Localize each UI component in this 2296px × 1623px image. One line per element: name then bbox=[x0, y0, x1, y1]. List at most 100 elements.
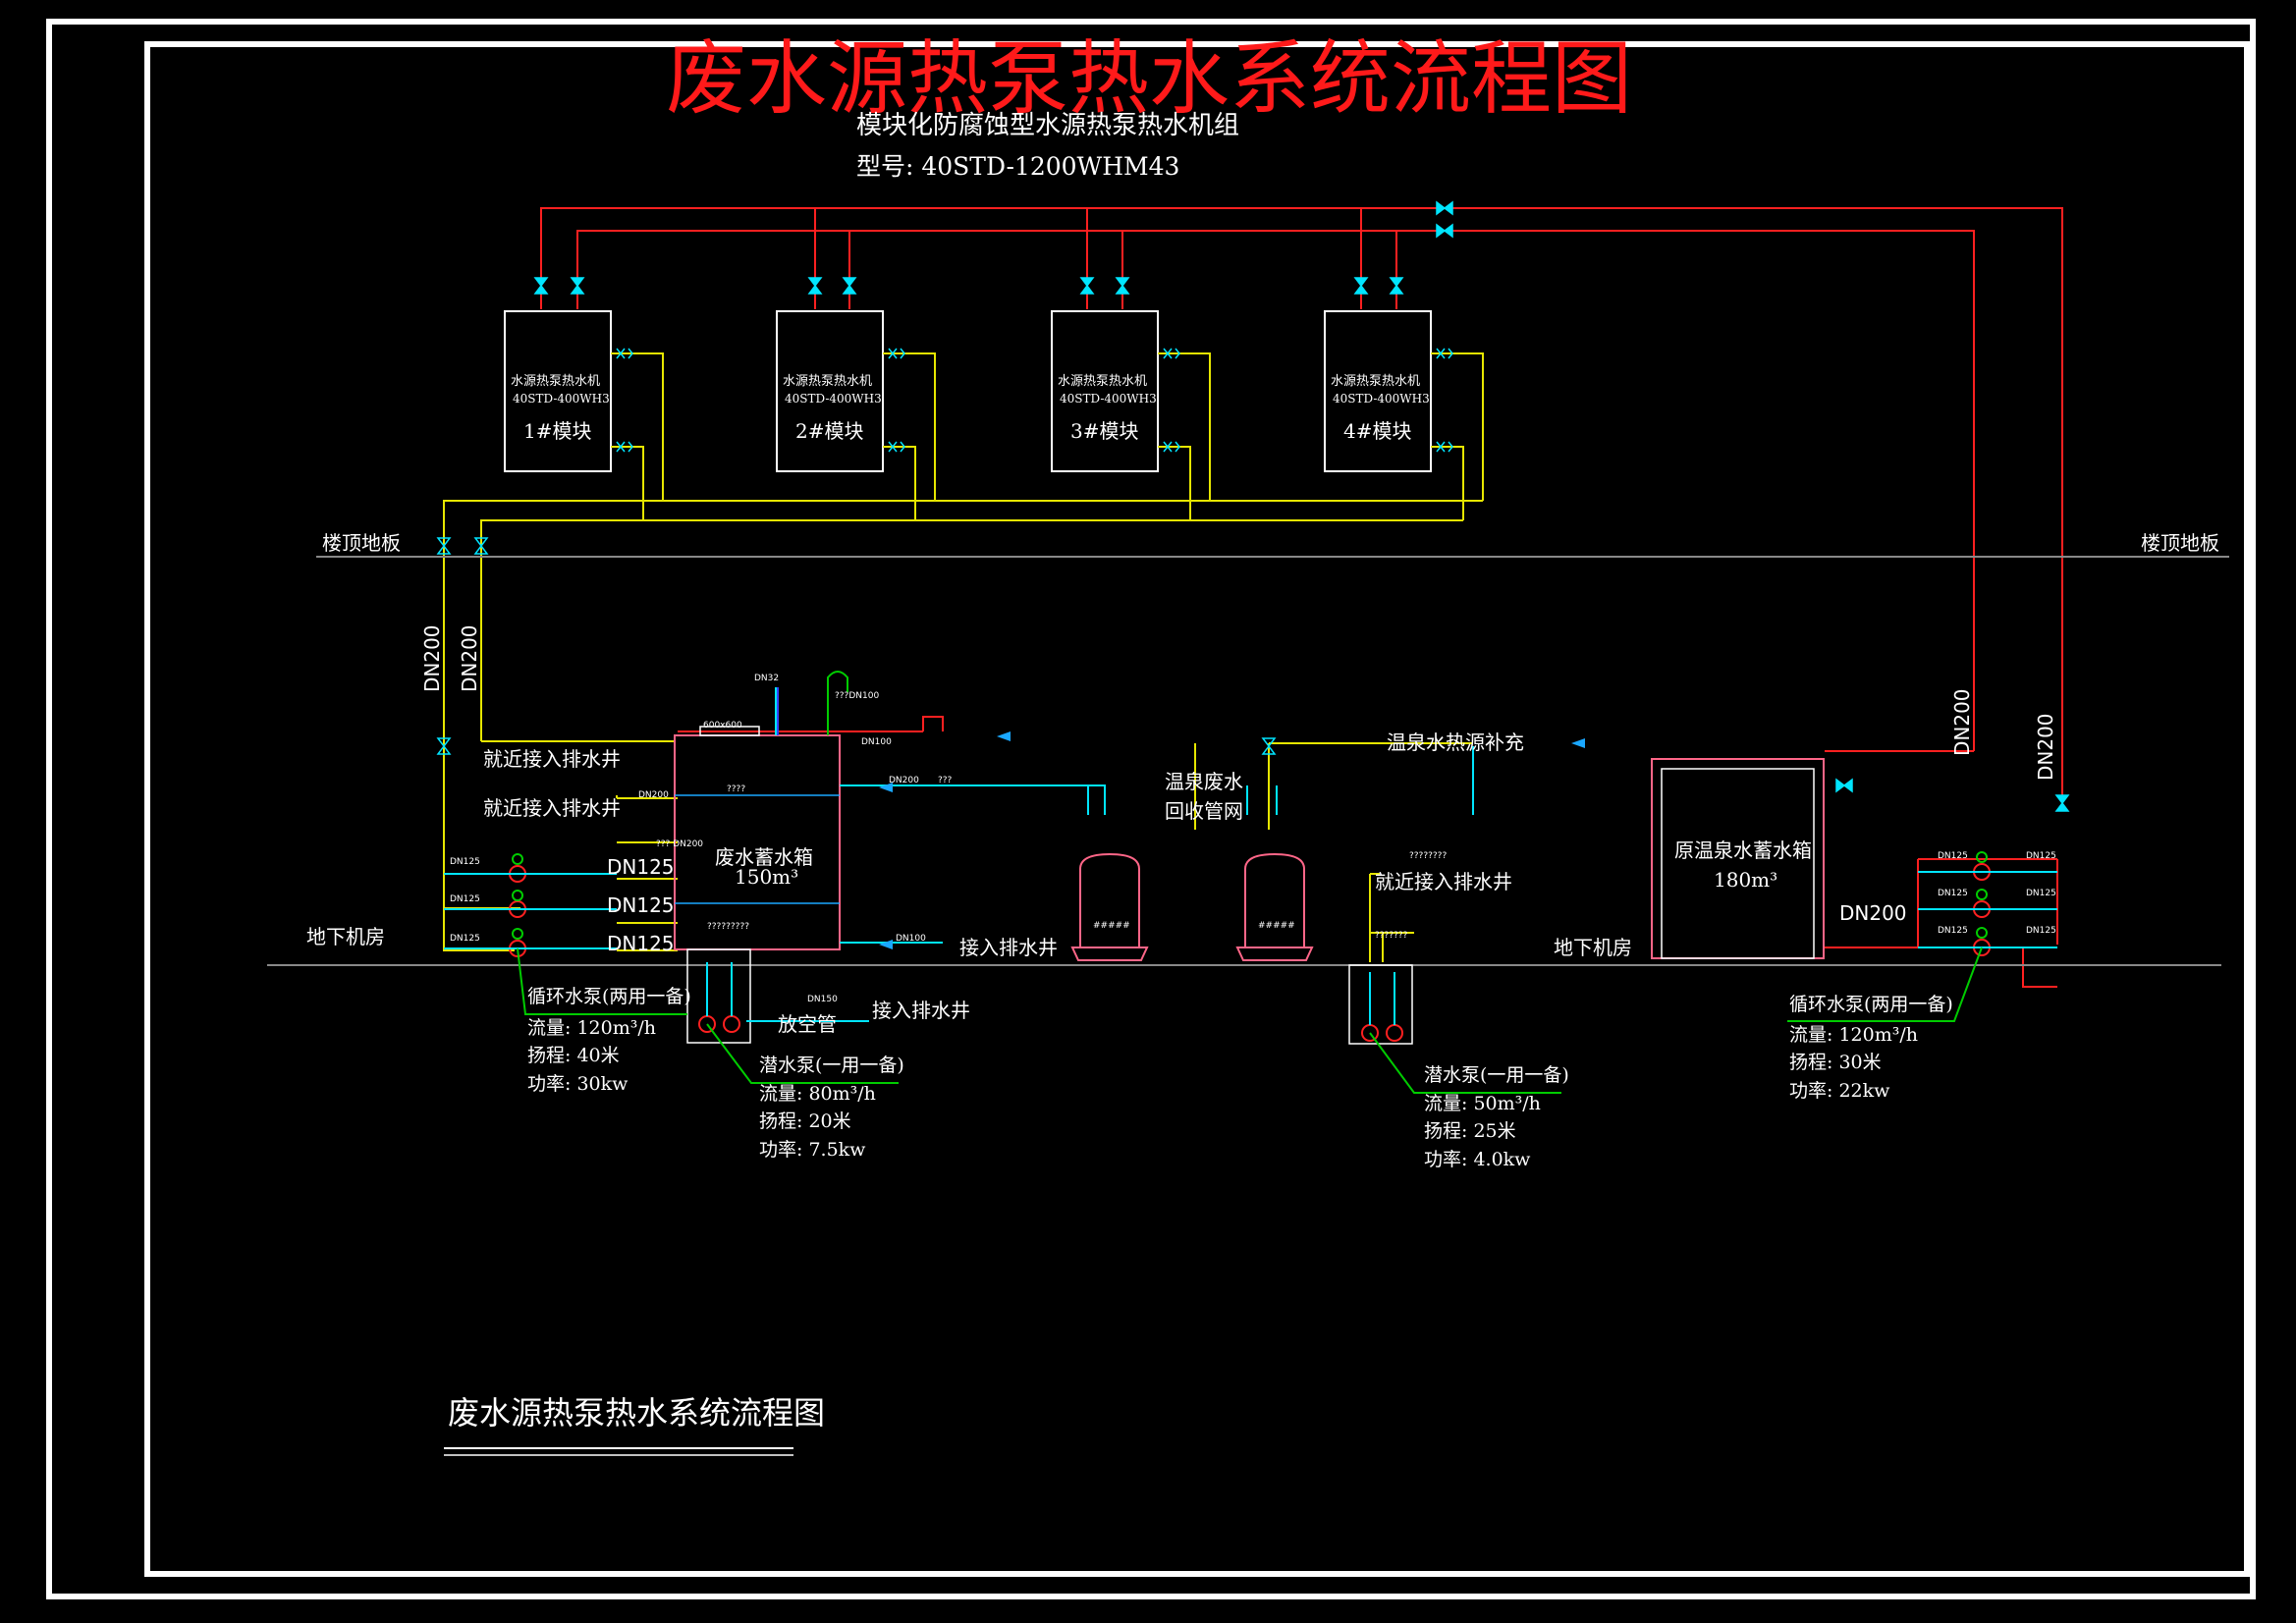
pipe-size-label: DN125 bbox=[2026, 926, 2056, 936]
module-connectors bbox=[436, 348, 1453, 755]
hotspring-supply-note: 温泉水热源补充 bbox=[1387, 730, 1524, 754]
pipe-size-label: ???DN100 bbox=[835, 691, 879, 701]
module-name: 水源热泵热水机 bbox=[1058, 374, 1147, 389]
module-name: 水源热泵热水机 bbox=[511, 374, 600, 389]
vent-pipe-gooseneck bbox=[827, 671, 848, 735]
filter-label: ##### bbox=[1258, 921, 1295, 931]
pump-leaders bbox=[517, 947, 1983, 1094]
vent-pipe-note: 放空管 bbox=[778, 1012, 837, 1036]
drain-note: 接入排水井 bbox=[872, 999, 970, 1022]
pipe-size-label: DN125 bbox=[607, 855, 675, 879]
module-label: 2#模块 bbox=[795, 419, 863, 443]
module-label: 4#模块 bbox=[1343, 419, 1411, 443]
heat-pump-modules bbox=[504, 310, 1432, 472]
drain-note: 就近接入排水井 bbox=[1375, 870, 1512, 893]
pipe-size-label: DN200 bbox=[1839, 901, 1907, 925]
pipe-size-label: DN125 bbox=[1938, 851, 1968, 861]
waste-tank-volume: 150m³ bbox=[735, 865, 798, 889]
pump-head: 扬程: 40米 bbox=[527, 1045, 620, 1066]
pipe-size-label: DN200 bbox=[1950, 688, 1974, 756]
sand-filters bbox=[1070, 852, 1314, 961]
outer-frame bbox=[46, 19, 2256, 1599]
module-labels: 水源热泵热水机 40STD-400WH3 1#模块 水源热泵热水机 40STD-… bbox=[511, 374, 1430, 443]
module-label: 3#模块 bbox=[1070, 419, 1138, 443]
hotspring-return-note: 回收管网 bbox=[1165, 799, 1243, 823]
dotted-leaders bbox=[616, 795, 678, 799]
pipe-size-label: DN150 bbox=[807, 995, 838, 1004]
pipe-size-label: ??? bbox=[938, 776, 953, 785]
pipe-size-label: ???????? bbox=[1409, 851, 1447, 861]
module-name: 水源热泵热水机 bbox=[1331, 374, 1420, 389]
unit-group-model: 型号: 40STD-1200WHM43 bbox=[856, 152, 1179, 181]
pipe-size-label: DN100 bbox=[896, 934, 926, 944]
submersible-pumps bbox=[698, 962, 1403, 1042]
module-4-box bbox=[1324, 310, 1432, 472]
header-valves bbox=[533, 200, 2070, 812]
hotspring-return-note: 温泉废水 bbox=[1165, 770, 1243, 793]
module-model: 40STD-400WH3 bbox=[1060, 392, 1157, 406]
pump-head: 扬程: 25米 bbox=[1424, 1120, 1516, 1142]
pipe-size-label: DN125 bbox=[2026, 851, 2056, 861]
pipe-size-label: ??????? bbox=[1375, 931, 1408, 941]
pump-title: 潜水泵(一用一备) bbox=[1424, 1064, 1569, 1086]
pipe-size-label: DN200 bbox=[638, 790, 669, 800]
hotspring-tank-name: 原温泉水蓄水箱 bbox=[1674, 839, 1812, 862]
pipe-size-label: DN125 bbox=[2026, 889, 2056, 898]
unit-group-name: 模块化防腐蚀型水源热泵热水机组 bbox=[856, 111, 1239, 140]
pipe-size-label: DN125 bbox=[607, 893, 675, 917]
pump-title: 循环水泵(两用一备) bbox=[527, 986, 691, 1007]
hotspring-tank-inner bbox=[1661, 768, 1815, 959]
roof-label-left: 楼顶地板 bbox=[322, 531, 401, 555]
waste-tank-name: 废水蓄水箱 bbox=[715, 845, 813, 869]
pipe-size-label: DN125 bbox=[1938, 926, 1968, 936]
module-model: 40STD-400WH3 bbox=[513, 392, 610, 406]
flow-arrows bbox=[879, 731, 1585, 949]
drain-note: 就近接入排水井 bbox=[483, 796, 621, 820]
pump-head: 扬程: 30米 bbox=[1789, 1052, 1882, 1073]
basement-label-left: 地下机房 bbox=[306, 925, 385, 948]
pipe-size-label: DN125 bbox=[450, 894, 480, 904]
pump-power: 功率: 22kw bbox=[1789, 1080, 1890, 1102]
pipe-size-label: DN200 bbox=[420, 624, 444, 692]
module-model: 40STD-400WH3 bbox=[785, 392, 882, 406]
pump-spec-sub-left: 潜水泵(一用一备) 流量: 80m³/h 扬程: 20米 功率: 7.5kw bbox=[759, 1055, 904, 1161]
pipe-size-label: DN200 bbox=[458, 624, 481, 692]
pipe-size-label: DN100 bbox=[861, 737, 892, 747]
pump-flow: 流量: 120m³/h bbox=[527, 1017, 656, 1039]
module-1-box bbox=[504, 310, 612, 472]
waste-tank-manhole bbox=[699, 726, 760, 736]
pump-power: 功率: 30kw bbox=[527, 1073, 629, 1095]
pipe-size-label: DN200 bbox=[889, 776, 919, 785]
pipe-size-label: DN32 bbox=[754, 674, 779, 683]
module-3-box bbox=[1051, 310, 1159, 472]
pump-spec-circ-right: 循环水泵(两用一备) 流量: 120m³/h 扬程: 30米 功率: 22kw bbox=[1789, 994, 1953, 1102]
pump-flow: 流量: 50m³/h bbox=[1424, 1093, 1541, 1114]
pipe-size-label: DN125 bbox=[607, 932, 675, 955]
drain-note: 就近接入排水井 bbox=[483, 747, 621, 771]
pump-flow: 流量: 120m³/h bbox=[1789, 1024, 1918, 1046]
footer-title: 废水源热泵热水系统流程图 bbox=[448, 1394, 825, 1432]
pump-title: 循环水泵(两用一备) bbox=[1789, 994, 1953, 1015]
module-model: 40STD-400WH3 bbox=[1333, 392, 1430, 406]
pipe-size-label: DN125 bbox=[450, 857, 480, 867]
sump-pit-right bbox=[1348, 964, 1413, 1045]
pump-spec-circ-left: 循环水泵(两用一备) 流量: 120m³/h 扬程: 40米 功率: 30kw bbox=[527, 986, 691, 1095]
basement-label-right: 地下机房 bbox=[1554, 936, 1632, 959]
pump-flow: 流量: 80m³/h bbox=[759, 1083, 876, 1105]
pump-head: 扬程: 20米 bbox=[759, 1110, 851, 1132]
pipe-size-label: 600x600 bbox=[703, 721, 742, 730]
pump-power: 功率: 4.0kw bbox=[1424, 1149, 1531, 1170]
diagram-title: 废水源热泵热水系统流程图 bbox=[666, 32, 1632, 126]
pipe-size-label: ????????? bbox=[707, 922, 749, 932]
pipe-size-label: ???? bbox=[727, 784, 745, 794]
module-label: 1#模块 bbox=[523, 419, 591, 443]
pipe-size-label: DN125 bbox=[450, 934, 480, 944]
source-water-pipes bbox=[443, 352, 1484, 962]
pump-title: 潜水泵(一用一备) bbox=[759, 1055, 904, 1076]
module-2-box bbox=[776, 310, 884, 472]
pipe-size-label: ??? DN200 bbox=[656, 839, 703, 849]
pipe-size-label: DN200 bbox=[2034, 713, 2057, 781]
module-name: 水源热泵热水机 bbox=[783, 374, 872, 389]
sump-pit-left bbox=[686, 948, 751, 1044]
